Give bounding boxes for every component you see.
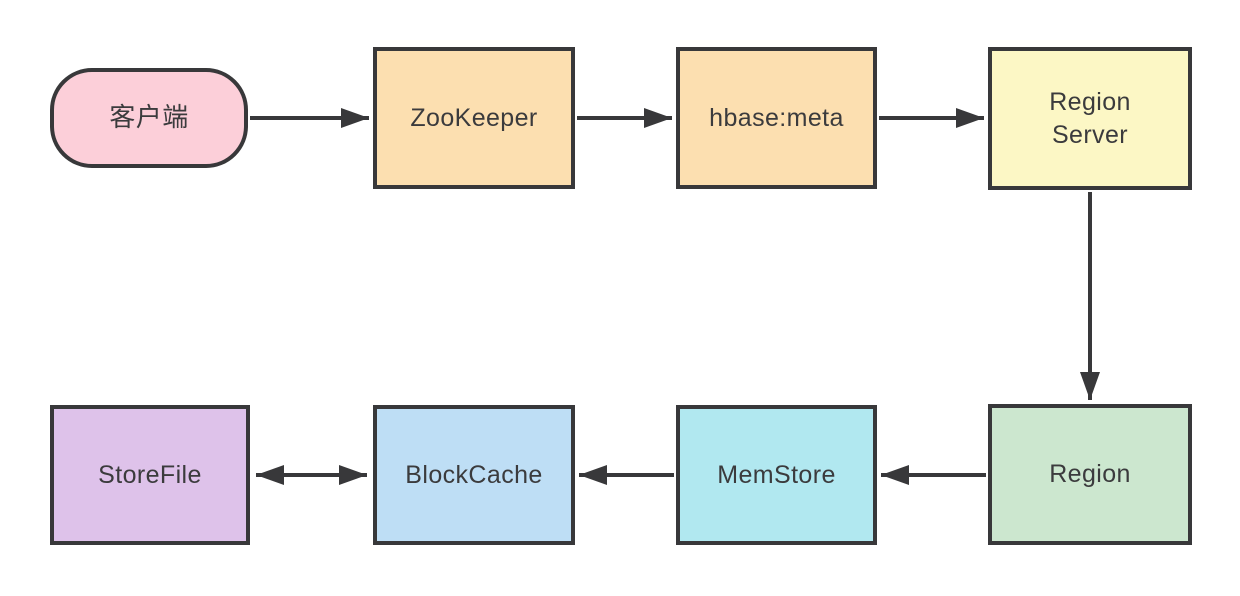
node-client: 客户端 bbox=[50, 68, 248, 168]
node-label-line2: Server bbox=[1051, 120, 1129, 149]
node-label: StoreFile bbox=[98, 460, 202, 489]
node-label: BlockCache bbox=[405, 460, 543, 489]
node-label: hbase:meta bbox=[709, 103, 844, 132]
node-blockcache: BlockCache bbox=[373, 405, 575, 545]
node-storefile: StoreFile bbox=[50, 405, 250, 545]
node-label: 客户端 bbox=[109, 102, 189, 133]
node-label-line1: Region bbox=[1049, 88, 1131, 116]
node-label: MemStore bbox=[717, 460, 836, 489]
node-region-server: Region Server bbox=[988, 47, 1192, 190]
node-memstore: MemStore bbox=[676, 405, 877, 545]
node-zookeeper: ZooKeeper bbox=[373, 47, 575, 189]
node-label: Region bbox=[1049, 460, 1131, 489]
node-label: ZooKeeper bbox=[410, 103, 538, 132]
node-hbase-meta: hbase:meta bbox=[676, 47, 877, 189]
node-region: Region bbox=[988, 404, 1192, 545]
